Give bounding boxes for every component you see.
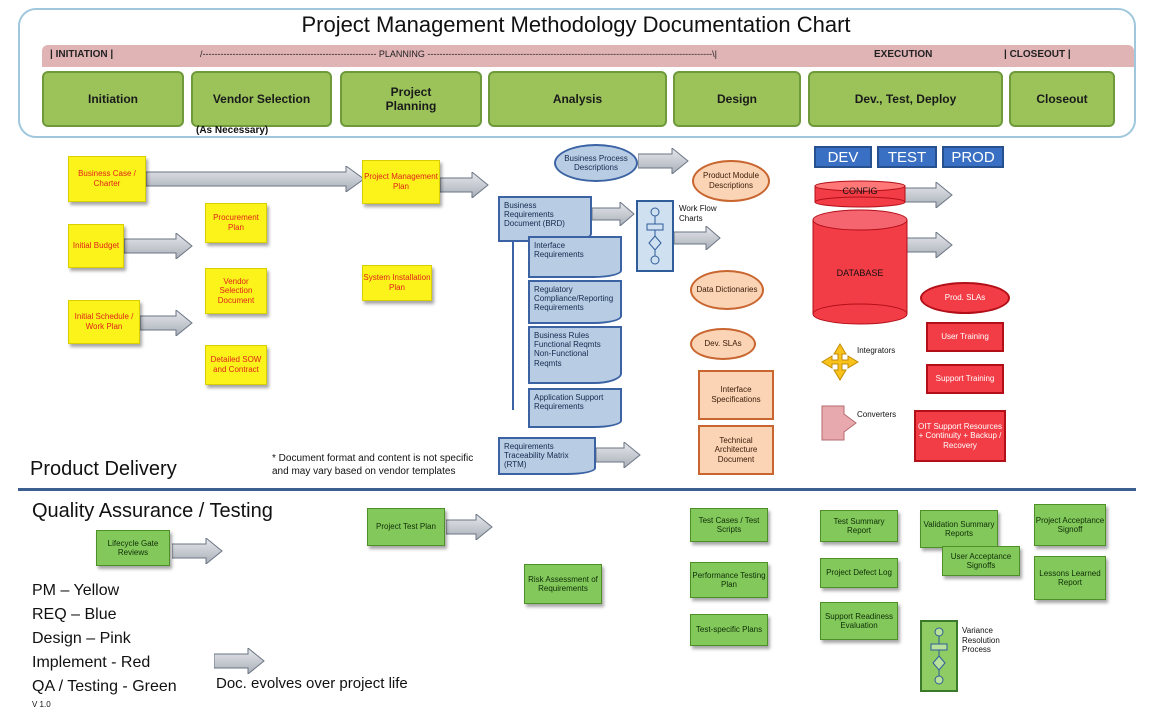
converters-label: Converters (857, 410, 897, 419)
page-title: Project Management Methodology Documenta… (301, 12, 851, 37)
doc-procurement-plan: Procurement Plan (205, 203, 267, 243)
doc-user-training: User Training (926, 322, 1004, 352)
band-closeout: | CLOSEOUT | (1004, 49, 1071, 60)
phase-initiation: Initiation (42, 71, 184, 127)
doc-perf-plan: Performance Testing Plan (690, 562, 768, 598)
doc-bp-descriptions: Business Process Descriptions (554, 144, 638, 182)
phase-dev-test-deploy: Dev., Test, Deploy (808, 71, 1003, 127)
workflow-chart-icon (636, 200, 674, 272)
doc-system-install-plan: System Installation Plan (362, 265, 432, 301)
doc-data-dictionaries: Data Dictionaries (690, 270, 764, 310)
doc-initial-schedule: Initial Schedule / Work Plan (68, 300, 140, 344)
doc-rtm: Requirements Traceability Matrix (RTM) (498, 437, 596, 475)
doc-interface-req: Interface Requirements (528, 236, 622, 278)
phase-closeout: Closeout (1009, 71, 1115, 127)
band-planning: /---------------------------------------… (200, 49, 717, 59)
variance-flow-icon (920, 620, 958, 692)
arrow-config (904, 182, 953, 208)
converters-icon (821, 405, 857, 441)
doc-validation-summary: Validation Summary Reports (920, 510, 998, 548)
doc-product-module: Product Module Descriptions (692, 160, 770, 202)
doc-oit-support: OIT Support Resources + Continuity + Bac… (914, 410, 1006, 462)
integrators-icon (821, 343, 859, 381)
phase-design: Design (673, 71, 801, 127)
phase-analysis: Analysis (488, 71, 667, 127)
arrow-workflow (674, 226, 721, 250)
arrow-lifecycle (172, 538, 223, 564)
phase-project-planning: Project Planning (340, 71, 482, 127)
doc-dev-slas: Dev. SLAs (690, 328, 756, 360)
arrow-business-case (146, 166, 365, 192)
doc-test-specific: Test-specific Plans (690, 614, 768, 646)
legend-req: REQ – Blue (32, 606, 117, 623)
brd-connector (512, 242, 514, 410)
doc-prod-slas: Prod. SLAs (920, 282, 1010, 314)
arrow-bp-desc (638, 148, 689, 174)
phase-band: | INITIATION | /------------------------… (42, 45, 1134, 67)
band-initiation: | INITIATION | (50, 49, 114, 60)
env-test: TEST (877, 146, 937, 168)
doc-app-support: Application Support Requirements (528, 388, 622, 428)
arrow-rtm (596, 442, 641, 468)
arrow-legend (214, 648, 265, 674)
doc-business-rules: Business Rules Functional Reqmts Non-Fun… (528, 326, 622, 384)
legend-design: Design – Pink (32, 630, 131, 647)
doc-test-cases: Test Cases / Test Scripts (690, 508, 768, 542)
doc-regulatory: Regulatory Compliance/Reporting Requirem… (528, 280, 622, 324)
arrow-database (904, 232, 953, 258)
doc-test-summary: Test Summary Report (820, 510, 898, 542)
legend-qa: QA / Testing - Green (32, 678, 177, 695)
arrow-initial-budget (124, 233, 193, 259)
doc-lifecycle-gate: Lifecycle Gate Reviews (96, 530, 170, 566)
legend-implement: Implement - Red (32, 654, 151, 671)
as-necessary-note: (As Necessary) (196, 125, 269, 136)
doc-pm-plan: Project Management Plan (362, 160, 440, 204)
doc-detailed-sow: Detailed SOW and Contract (205, 345, 267, 385)
doc-brd: Business Requirements Document (BRD) (498, 196, 592, 242)
doc-acceptance-signoff: Project Acceptance Signoff (1034, 504, 1106, 546)
section-divider (18, 488, 1136, 491)
doc-support-training: Support Training (926, 364, 1004, 394)
doc-initial-budget: Initial Budget (68, 224, 124, 268)
config-cylinder (814, 180, 906, 208)
legend-pm: PM – Yellow (32, 582, 120, 599)
vendor-template-note: * Document format and content is not spe… (272, 453, 474, 477)
doc-project-test-plan: Project Test Plan (367, 508, 445, 546)
database-label: DATABASE (836, 268, 884, 278)
band-execution: EXECUTION (874, 49, 933, 60)
config-label: CONFIG (842, 186, 878, 196)
product-delivery-heading: Product Delivery (30, 458, 177, 480)
variance-label: Variance Resolution Process (962, 626, 1000, 655)
integrators-label: Integrators (857, 346, 896, 355)
doc-support-readiness: Support Readiness Evaluation (820, 602, 898, 640)
doc-business-case: Business Case / Charter (68, 156, 146, 202)
phase-vendor-selection: Vendor Selection (191, 71, 332, 127)
version-label: V 1.0 (32, 700, 51, 709)
env-prod: PROD (942, 146, 1004, 168)
arrow-pm-plan (440, 172, 489, 198)
doc-vendor-selection: Vendor Selection Document (205, 268, 267, 314)
doc-tech-arch: Technical Architecture Document (698, 425, 774, 475)
arrow-test-plan (446, 514, 493, 540)
env-dev: DEV (814, 146, 872, 168)
doc-evolves-note: Doc. evolves over project life (216, 675, 408, 692)
workflow-label: Work Flow Charts (679, 204, 717, 223)
doc-risk-assessment: Risk Assessment of Requirements (524, 564, 602, 604)
database-cylinder (812, 209, 908, 325)
doc-defect-log: Project Defect Log (820, 558, 898, 588)
doc-interface-spec: Interface Specifications (698, 370, 774, 420)
arrow-initial-schedule (140, 310, 193, 336)
doc-lessons-learned: Lessons Learned Report (1034, 556, 1106, 600)
doc-uat-signoffs: User Acceptance Signoffs (942, 546, 1020, 576)
arrow-brd (592, 202, 635, 226)
qa-heading: Quality Assurance / Testing (32, 500, 273, 522)
